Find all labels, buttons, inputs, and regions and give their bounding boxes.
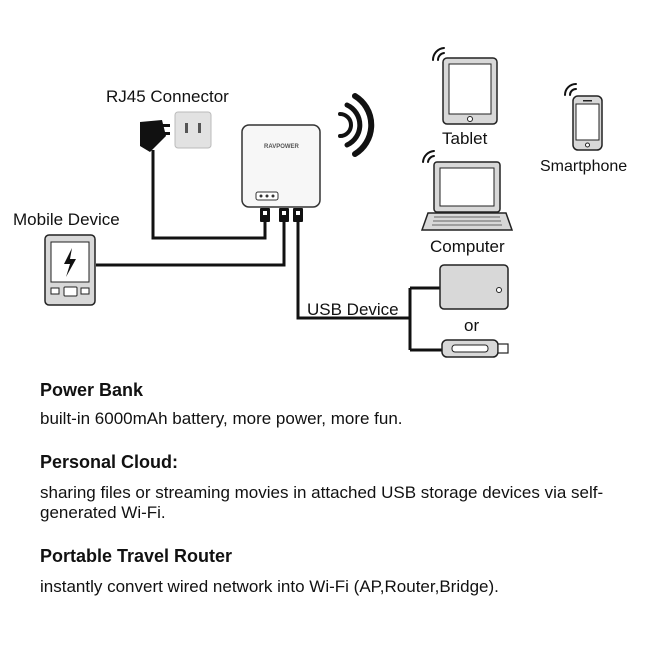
usb-cable [296,222,410,320]
power-cable [151,150,267,240]
tablet-icon [442,57,498,125]
router-device: RAVPOWER [241,124,321,208]
feature-description: sharing files or streaming movies in att… [40,483,604,522]
smartphone-label: Smartphone [540,158,627,175]
feature-travel-router: Portable Travel Router instantly convert… [40,546,630,597]
mobile-cable [96,222,286,267]
computer-wifi-icon [422,150,435,163]
usb-device-label: USB Device [307,300,399,319]
wall-socket-icon [174,111,212,149]
feature-title: Power Bank [40,380,144,400]
feature-personal-cloud: Personal Cloud: sharing files or streami… [40,452,630,523]
wifi-signal-icon [338,93,375,157]
feature-title: Personal Cloud: [40,452,179,472]
smartphone-icon [572,95,603,151]
feature-description: built-in 6000mAh battery, more power, mo… [40,409,403,428]
cables [96,150,442,352]
smartphone-wifi-icon [564,83,577,96]
mobile-device-icon [44,234,96,306]
computer-label: Computer [430,237,505,256]
feature-power-bank: Power Bank built-in 6000mAh battery, mor… [40,380,630,429]
mobile-device-label: Mobile Device [13,210,120,229]
laptop-icon [420,161,514,231]
external-hdd-icon [439,264,509,310]
router-brand: RAVPOWER [264,144,300,150]
connection-diagram: RJ45 Connector RAVPOWER Mobile Device [13,47,627,358]
usb-flash-drive-icon [441,339,509,358]
feature-description: instantly convert wired network into Wi-… [40,577,499,596]
or-label: or [464,316,479,335]
power-adapter-icon [140,120,170,152]
feature-title: Portable Travel Router [40,546,233,566]
rj45-label: RJ45 Connector [106,87,229,106]
tablet-wifi-icon [431,47,445,61]
tablet-label: Tablet [442,129,488,148]
cable-plugs [260,208,303,222]
